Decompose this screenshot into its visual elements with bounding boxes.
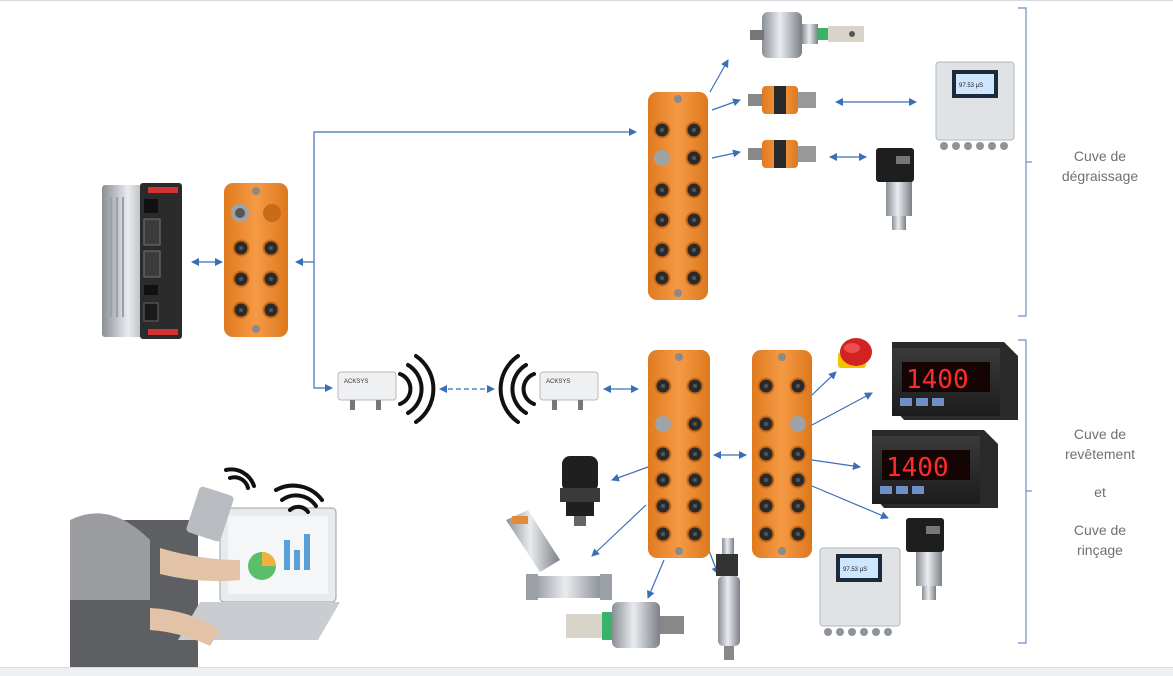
label-tank2-line1: Cuve de [1073,426,1127,442]
tank-brackets [1018,7,1032,644]
level-probe [716,538,740,660]
top-border [0,0,1173,1]
arrow-to-temp-sensor [647,559,665,599]
lcd-value-bottom: 97.53 μS [843,567,867,573]
io-module-bottom-a [648,350,710,558]
label-tank-coating-rinsing: Cuve de revêtement et Cuve de rinçage [1040,424,1160,560]
signal-beacon [560,456,600,526]
temperature-sensor-bottom [566,602,684,648]
temperature-sensor-top [750,12,864,58]
edge-controller [102,183,182,339]
adapter-top-1 [748,86,816,114]
arrow-to-beacon [611,466,649,482]
arrow-top-adapter2 [711,149,741,159]
arrow-to-display1 [811,392,873,426]
controller-unit-bottom: 97.53 μS [819,547,901,636]
connectors [191,59,917,599]
emergency-stop-button [838,338,872,368]
display-value-1: 1400 [906,365,969,395]
lcd-value-top: 97.53 μS [959,83,983,89]
arrow-top-adapter1 [711,98,741,111]
wifi-icon-laptop [274,483,324,514]
arrow-to-estop [811,371,837,396]
gateway-brand-right: ACKSYS [546,379,570,385]
io-module-bottom-b [752,350,812,558]
wifi-gateway-left: ACKSYS [337,371,397,410]
wifi-gateway-right: ACKSYS [539,371,599,410]
io-module-top [648,92,708,300]
pressure-transmitter-bottom [906,518,944,600]
arrow-to-pressure2 [811,485,889,519]
io-master-left [224,183,288,337]
flow-meter [506,510,612,600]
display-value-2: 1400 [886,453,949,483]
label-tank2-line4: rinçage [1077,542,1123,558]
arrow-to-module-top [313,128,637,262]
adapter-top-2 [748,140,816,168]
users-laptop-tablet-illustration [70,486,340,668]
arrow-to-flowmeter [591,504,647,557]
wifi-waves-left-icon [498,354,536,424]
bottom-bar [0,667,1173,676]
arrow-to-wifi-left [313,262,333,392]
controller-unit-top: 97.53 μS [935,61,1015,150]
arrow-top-sensor [709,59,729,93]
panel-display-2: 1400 [872,430,998,508]
label-tank-degreasing-text: Cuve de dégraissage [1061,148,1139,184]
wifi-icon-tablet [224,467,256,490]
label-tank-degreasing: Cuve de dégraissage [1040,146,1160,186]
label-tank2-line3: Cuve de [1073,522,1127,538]
wifi-waves-right-icon [398,354,436,424]
pressure-transmitter-top [876,148,914,230]
bracket-tank1 [1018,7,1027,317]
label-tank2-and: et [1094,484,1106,500]
arrow-to-display2 [811,459,861,470]
label-tank2-line2: revêtement [1064,446,1136,462]
gateway-brand-left: ACKSYS [344,379,368,385]
panel-display-1: 1400 [892,342,1018,420]
bracket-tank2 [1018,339,1027,644]
